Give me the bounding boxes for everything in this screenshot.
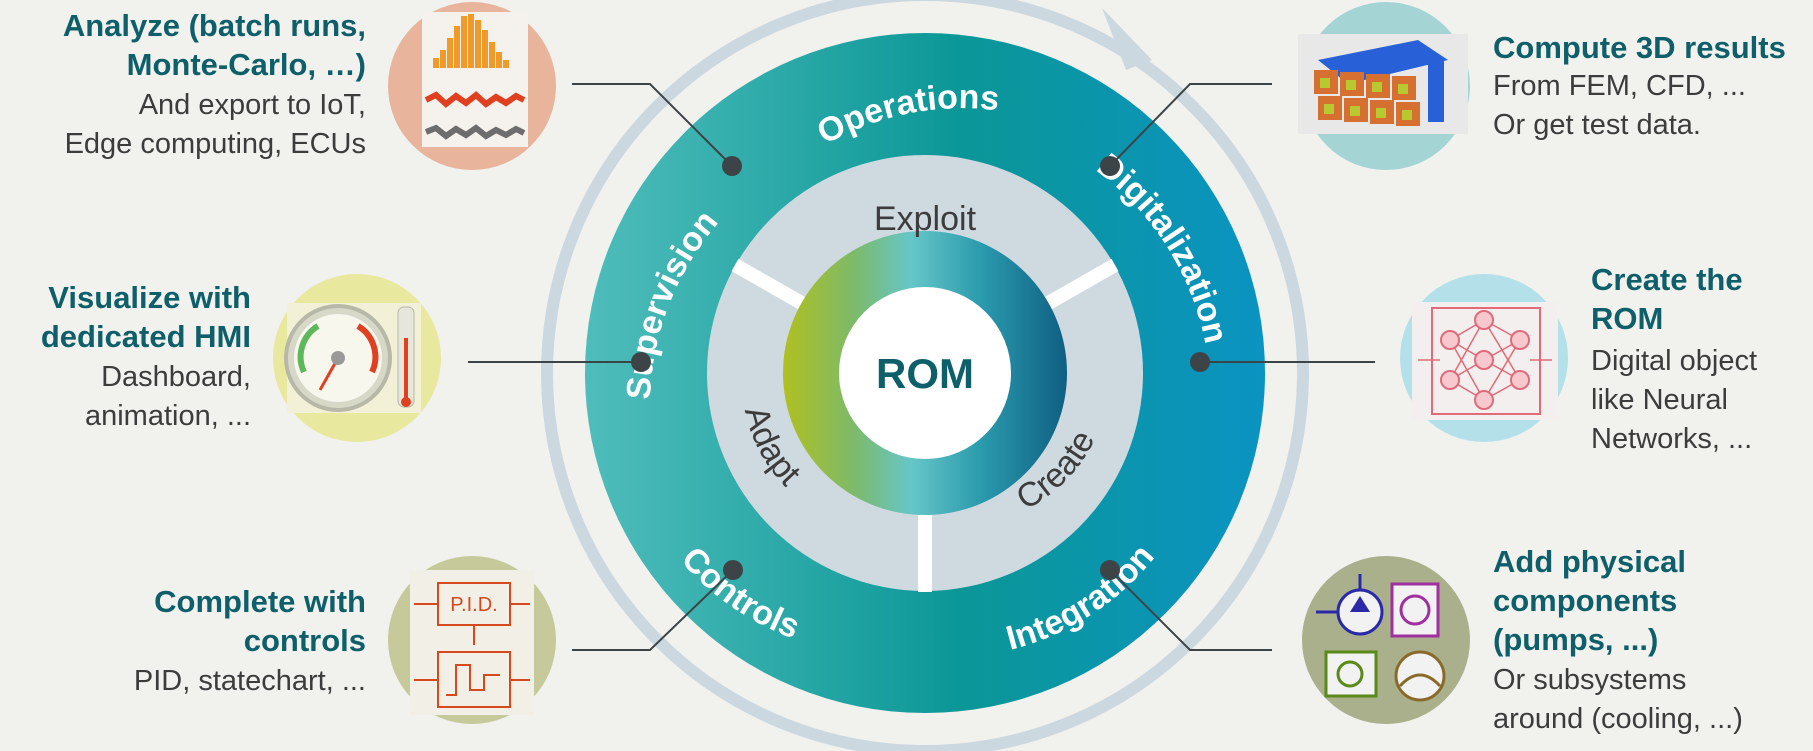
cycle-arrow-ring	[541, 0, 1309, 751]
connectors	[468, 83, 1375, 651]
connector-dots	[631, 156, 1210, 580]
svg-text:P.I.D.: P.I.D.	[450, 594, 497, 616]
physical-block: Add physical components (pumps, ...) Or …	[1493, 542, 1811, 739]
analyze-title: Analyze (batch runs, Monte-Carlo, …)	[62, 8, 366, 82]
visualize-desc: Dashboard, animation, ...	[84, 361, 251, 432]
pid-controller-icon: P.I.D.	[388, 556, 556, 724]
cycle-arrowhead-icon	[1102, 8, 1152, 70]
compute-desc: From FEM, CFD, ... Or get test data.	[1493, 70, 1746, 141]
physical-components-icon	[1302, 556, 1470, 724]
controls-title: Complete with controls	[154, 584, 366, 658]
physical-title: Add physical components (pumps, ...)	[1493, 544, 1686, 657]
compute-title: Compute 3D results	[1493, 30, 1786, 65]
rom-label: ROM	[876, 350, 974, 397]
cad-model-icon	[1298, 2, 1470, 170]
exploit-label: Exploit	[874, 200, 977, 238]
analyze-desc: And export to IoT, Edge computing, ECUs	[64, 89, 366, 160]
analyze-block: Analyze (batch runs, Monte-Carlo, …) And…	[0, 6, 366, 164]
neural-network-icon	[1400, 274, 1568, 442]
visualize-block: Visualize with dedicated HMI Dashboard, …	[0, 278, 251, 436]
gauge-icon	[273, 274, 441, 442]
physical-desc: Or subsystems around (cooling, ...)	[1493, 664, 1743, 735]
histogram-icon	[388, 2, 556, 170]
create-block: Create the ROM Digital object like Neura…	[1591, 260, 1806, 459]
controls-desc: PID, statechart, ...	[133, 665, 366, 697]
controls-block: Complete with controls PID, statechart, …	[66, 582, 366, 701]
visualize-title: Visualize with dedicated HMI	[40, 280, 251, 354]
inner-ring-dividers	[731, 258, 1119, 592]
create-desc: Digital object like Neural Networks, ...	[1591, 345, 1758, 455]
compute-block: Compute 3D results From FEM, CFD, ... Or…	[1493, 28, 1811, 145]
core-center	[839, 287, 1011, 459]
create-title: Create the ROM	[1591, 262, 1743, 336]
